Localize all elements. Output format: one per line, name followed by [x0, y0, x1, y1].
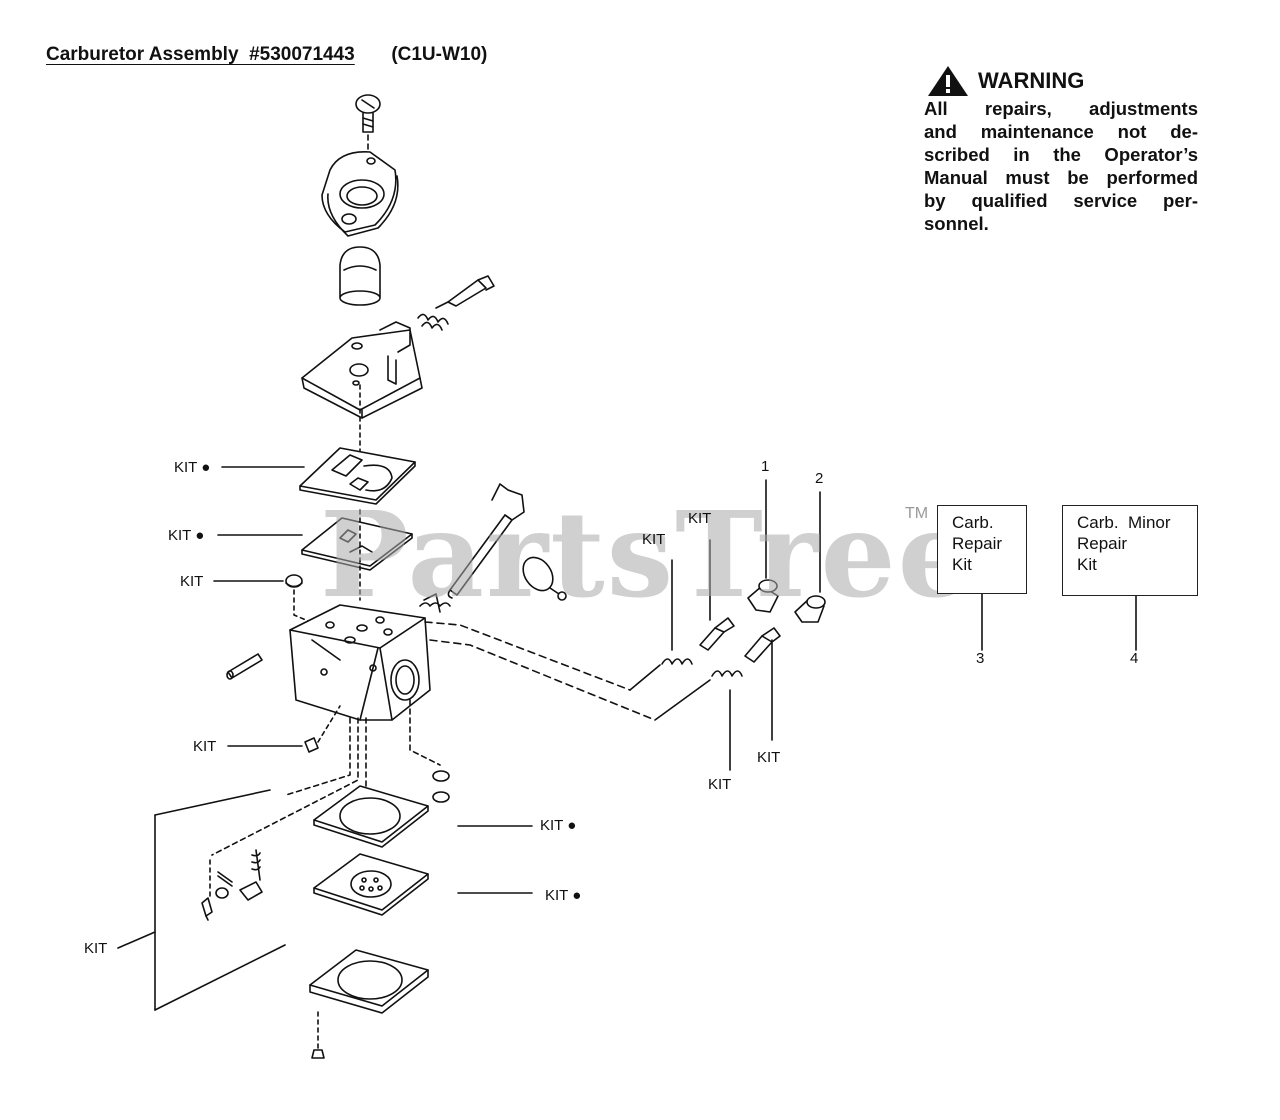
- kit-box-line: Carb.: [952, 513, 994, 532]
- callout-number-3: 3: [976, 650, 985, 667]
- callout-kit: KIT: [642, 531, 666, 548]
- pump-body: [301, 321, 423, 419]
- watermark-trademark: TM: [905, 505, 929, 522]
- pump-gasket-2: [301, 517, 413, 571]
- adjust-needle: [417, 275, 495, 331]
- callout-kit: KIT ●: [168, 527, 205, 544]
- callout-kit: KIT ●: [540, 817, 577, 834]
- warning-line: Manual must be performed: [924, 167, 1198, 188]
- metering-gasket-1: [313, 785, 429, 848]
- limiter-cap-1: [747, 579, 779, 613]
- carb-minor-repair-kit-box[interactable]: Carb. Minor Repair Kit: [1062, 505, 1198, 596]
- assembly-title: Carburetor Assembly #530071443: [46, 44, 355, 65]
- warning-heading-text: WARNING: [978, 68, 1085, 93]
- choke-pin: [226, 653, 263, 680]
- warning-heading: WARNING: [926, 64, 1084, 98]
- pump-gasket-1: [299, 447, 416, 505]
- throttle-shaft: [447, 483, 567, 601]
- page-title: Carburetor Assembly #530071443 (C1U-W10): [46, 44, 487, 66]
- mixture-needle-1: [661, 617, 735, 665]
- warning-line: sonnel.: [924, 213, 989, 234]
- carb-repair-kit-box[interactable]: Carb. Repair Kit: [937, 505, 1027, 594]
- callout-kit: KIT: [688, 510, 712, 527]
- callout-number-4: 4: [1130, 650, 1139, 667]
- warning-line: and maintenance not de-: [924, 121, 1198, 142]
- kit-box-line: Repair: [952, 534, 1003, 553]
- pump-cover-plate: [321, 151, 399, 237]
- callout-kit: KIT: [180, 573, 204, 590]
- metering-cover: [309, 949, 429, 1014]
- callout-kit: KIT: [193, 738, 217, 755]
- warning-text: All repairs, adjustments and maintenance…: [924, 97, 1198, 235]
- warning-line: scribed in the Operator’s: [924, 144, 1198, 165]
- model-code: (C1U-W10): [391, 44, 488, 65]
- callout-number-1: 1: [761, 458, 770, 475]
- callout-kit: KIT: [757, 749, 781, 766]
- plug: [285, 574, 319, 626]
- kit-box-line: Repair: [1077, 534, 1128, 553]
- watermark: PartsTree: [320, 485, 975, 624]
- callout-kit: KIT ●: [545, 887, 582, 904]
- callout-kit: KIT ●: [174, 459, 211, 476]
- carburetor-body: [289, 604, 431, 721]
- mixture-needle-2: [711, 627, 781, 677]
- callout-kit: KIT: [708, 776, 732, 793]
- kit-box-line: Carb. Minor: [1077, 513, 1171, 532]
- callout-number-2: 2: [815, 470, 824, 487]
- top-screw: [355, 94, 381, 133]
- warning-line: by qualified service per-: [924, 190, 1198, 211]
- warning-line: All repairs, adjustments: [924, 98, 1198, 119]
- limiter-cap-2: [794, 595, 826, 623]
- warning-triangle-icon: [928, 66, 968, 96]
- metering-diaphragm: [313, 853, 429, 916]
- kit-box-line: Kit: [1077, 555, 1097, 574]
- inlet-needle-parts: [201, 849, 263, 921]
- primer-bulb: [339, 246, 381, 306]
- kit-box-line: Kit: [952, 555, 972, 574]
- callout-kit: KIT: [84, 940, 108, 957]
